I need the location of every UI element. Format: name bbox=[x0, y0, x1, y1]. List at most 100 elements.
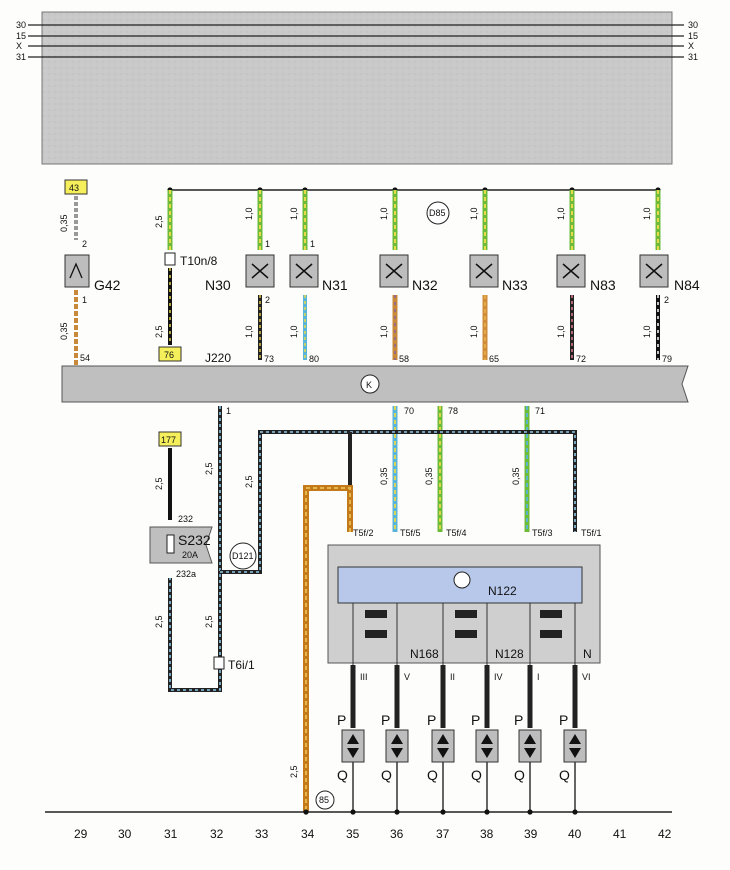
spark-plug-leads bbox=[350, 665, 578, 812]
fuse-s232-label: S232 bbox=[178, 532, 211, 548]
n32-label: N32 bbox=[412, 277, 438, 293]
pin-232: 232 bbox=[178, 514, 193, 524]
coil-n128-label: N128 bbox=[495, 647, 524, 661]
svg-text:P: P bbox=[514, 712, 523, 728]
svg-text:IV: IV bbox=[494, 672, 503, 682]
spark-plug-p-labels: P P P P P P bbox=[337, 712, 568, 728]
spark-plug-q-labels: Q Q Q Q Q Q bbox=[337, 767, 570, 783]
junction-d85 bbox=[426, 201, 450, 225]
svg-text:1,0: 1,0 bbox=[289, 207, 299, 220]
n31-label: N31 bbox=[322, 277, 348, 293]
coil-n168-label: N168 bbox=[410, 647, 439, 661]
g42-label: G42 bbox=[94, 277, 121, 293]
svg-text:1,0: 1,0 bbox=[244, 325, 254, 338]
rail-label-right-x: X bbox=[688, 41, 694, 51]
n84-label: N84 bbox=[674, 277, 700, 293]
junction-d85-label: D85 bbox=[429, 208, 446, 218]
svg-text:1,0: 1,0 bbox=[642, 207, 652, 220]
svg-text:1,0: 1,0 bbox=[469, 325, 479, 338]
g42-wire-size-bottom: 0,35 bbox=[59, 322, 69, 340]
svg-text:1,0: 1,0 bbox=[379, 207, 389, 220]
rail-label-right-31: 31 bbox=[688, 52, 698, 62]
n84-valve-icon bbox=[645, 263, 663, 279]
g42-sensor-icon bbox=[64, 254, 90, 288]
ref-box-43-label: 43 bbox=[69, 183, 79, 193]
svg-text:P: P bbox=[471, 712, 480, 728]
svg-text:Q: Q bbox=[337, 767, 348, 783]
ref-box-177 bbox=[158, 431, 182, 447]
svg-text:II: II bbox=[450, 672, 455, 682]
svg-text:1: 1 bbox=[265, 239, 270, 249]
ignition-module-frame bbox=[327, 544, 601, 664]
connector-t10n8-icon bbox=[164, 252, 176, 266]
svg-text:33: 33 bbox=[255, 827, 269, 841]
feed-wire-size-top: 2,5 bbox=[154, 215, 164, 228]
spark-plug-icon bbox=[385, 729, 409, 763]
svg-text:1,0: 1,0 bbox=[469, 207, 479, 220]
injector-n32: 1,0 N32 1,0 58 bbox=[379, 190, 438, 364]
feed-wire-size-bottom: 2,5 bbox=[154, 325, 164, 338]
spark-plug-icon bbox=[563, 729, 587, 763]
g42-pin-2: 2 bbox=[82, 239, 87, 249]
n83-valve-icon bbox=[562, 263, 580, 279]
n122-label: N122 bbox=[488, 584, 517, 598]
fuse-box-s232 bbox=[149, 526, 213, 564]
rail-label-right-15: 15 bbox=[688, 31, 698, 41]
injector-n30: 1,0 1 N30 2 1,0 73 bbox=[205, 190, 275, 364]
svg-text:V: V bbox=[404, 672, 410, 682]
pin-70: 70 bbox=[404, 406, 414, 416]
svg-text:37: 37 bbox=[436, 827, 450, 841]
spark-plug-icon bbox=[431, 729, 455, 763]
pin-73: 73 bbox=[264, 354, 274, 364]
junction-85 bbox=[315, 790, 335, 810]
pin-j220-1: 1 bbox=[226, 406, 231, 416]
svg-text:Q: Q bbox=[514, 767, 525, 783]
injector-n83: 1,0 N83 1,0 72 bbox=[556, 190, 616, 364]
svg-text:0,35: 0,35 bbox=[424, 467, 434, 485]
svg-text:2,5: 2,5 bbox=[289, 765, 299, 778]
coil-output-labels: III V II IV I VI bbox=[360, 672, 591, 682]
svg-text:III: III bbox=[360, 672, 368, 682]
n33-label: N33 bbox=[502, 277, 528, 293]
spark-plug-icon bbox=[475, 729, 499, 763]
connector-t6i1-label: T6i/1 bbox=[228, 658, 255, 672]
spark-plugs bbox=[341, 729, 587, 763]
ecu-k-icon bbox=[360, 374, 380, 394]
svg-text:2,5: 2,5 bbox=[154, 477, 164, 490]
fuse-icon bbox=[166, 534, 175, 554]
n30-valve-icon bbox=[251, 263, 269, 279]
rails-panel bbox=[41, 11, 673, 165]
svg-text:1,0: 1,0 bbox=[556, 325, 566, 338]
svg-text:1,0: 1,0 bbox=[642, 325, 652, 338]
rail-label-right-30: 30 bbox=[688, 20, 698, 30]
svg-text:Q: Q bbox=[471, 767, 482, 783]
ref-box-76-label: 76 bbox=[164, 350, 174, 360]
svg-text:VI: VI bbox=[582, 672, 591, 682]
svg-text:2: 2 bbox=[265, 295, 270, 305]
connector-t5f1: T5f/1 bbox=[581, 528, 602, 538]
g42-wire-size-top: 0,35 bbox=[59, 214, 69, 232]
trigger-wires: 0,35 0,35 0,35 bbox=[379, 406, 530, 532]
svg-text:42: 42 bbox=[658, 827, 672, 841]
svg-text:2,5: 2,5 bbox=[154, 615, 164, 628]
n83-label: N83 bbox=[590, 277, 616, 293]
connector-t6i1-icon bbox=[213, 656, 225, 670]
svg-text:31: 31 bbox=[164, 827, 178, 841]
junction-85-label: 85 bbox=[319, 795, 329, 805]
svg-text:2,5: 2,5 bbox=[204, 615, 214, 628]
n122-k-icon bbox=[453, 571, 471, 589]
j220-label: J220 bbox=[205, 351, 231, 365]
spark-plug-icon bbox=[341, 729, 365, 763]
connector-t5f4: T5f/4 bbox=[446, 528, 467, 538]
svg-text:Q: Q bbox=[559, 767, 570, 783]
svg-text:1,0: 1,0 bbox=[556, 207, 566, 220]
coil-n-label: N bbox=[583, 647, 592, 661]
pin-232a: 232a bbox=[176, 569, 196, 579]
connector-t5f3: T5f/3 bbox=[532, 528, 553, 538]
rail-label-left-30: 30 bbox=[16, 20, 26, 30]
svg-text:35: 35 bbox=[346, 827, 360, 841]
injector-n84: 1,0 N84 2 1,0 79 bbox=[639, 190, 700, 364]
svg-text:2: 2 bbox=[664, 295, 669, 305]
